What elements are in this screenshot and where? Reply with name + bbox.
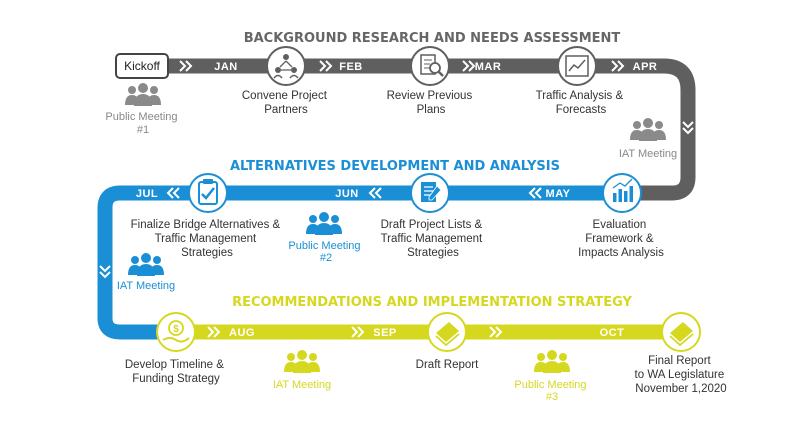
document-search-icon bbox=[410, 46, 450, 86]
month-mar: MAR bbox=[475, 61, 502, 73]
milestone-evaluation: Evaluation Framework & Impacts Analysis bbox=[578, 219, 664, 259]
month-jun: JUN bbox=[335, 188, 359, 200]
month-jan: JAN bbox=[214, 61, 238, 73]
blue-phase-path bbox=[97, 185, 604, 340]
month-jul: JUL bbox=[136, 188, 158, 200]
line-chart-icon bbox=[557, 46, 597, 86]
month-aug: AUG bbox=[229, 327, 255, 339]
report-stack-icon bbox=[427, 312, 467, 352]
people-icon bbox=[306, 212, 342, 235]
meeting-public-3: Public Meeting #3 bbox=[514, 379, 589, 403]
people-icon bbox=[630, 118, 666, 141]
month-apr: APR bbox=[633, 61, 658, 73]
month-feb: FEB bbox=[339, 61, 363, 73]
people-icon bbox=[125, 83, 161, 106]
people-icon bbox=[284, 350, 320, 373]
final-report-icon bbox=[661, 312, 701, 352]
milestone-convene: Convene Project Partners bbox=[242, 90, 330, 116]
kickoff-box bbox=[115, 53, 169, 79]
milestone-timeline: Develop Timeline & Funding Strategy bbox=[125, 359, 227, 385]
kickoff-label: Kickoff bbox=[124, 59, 160, 73]
people-icon bbox=[128, 253, 164, 276]
milestone-traffic: Traffic Analysis & Forecasts bbox=[536, 90, 627, 116]
milestone-draft-report: Draft Report bbox=[416, 359, 479, 371]
meeting-public-1: Public Meeting #1 bbox=[105, 111, 180, 136]
phase-title-background: BACKGROUND RESEARCH AND NEEDS ASSESSMENT bbox=[244, 31, 621, 46]
people-network-icon bbox=[266, 46, 306, 86]
document-pen-icon bbox=[410, 173, 450, 213]
meeting-public-2: Public Meeting #2 bbox=[288, 240, 363, 264]
meeting-iat-1: IAT Meeting bbox=[619, 148, 677, 160]
meeting-iat-2: IAT Meeting bbox=[117, 280, 175, 292]
phase-title-recommendations: RECOMMENDATIONS AND IMPLEMENTATION STRAT… bbox=[232, 295, 632, 310]
meeting-iat-3: IAT Meeting bbox=[273, 379, 331, 391]
phase-title-alternatives: ALTERNATIVES DEVELOPMENT AND ANALYSIS bbox=[230, 159, 560, 174]
people-icon bbox=[534, 350, 570, 373]
milestone-draft-lists: Draft Project Lists & Traffic Management… bbox=[381, 219, 486, 259]
clipboard-check-icon bbox=[188, 173, 228, 213]
money-hand-icon: $ bbox=[156, 312, 196, 352]
milestone-review: Review Previous Plans bbox=[387, 90, 476, 116]
bar-chart-icon bbox=[602, 173, 642, 213]
svg-text:$: $ bbox=[173, 324, 179, 335]
milestone-finalize: Finalize Bridge Alternatives & Traffic M… bbox=[131, 219, 284, 259]
path-chevrons bbox=[99, 60, 694, 338]
month-sep: SEP bbox=[373, 327, 397, 339]
milestone-final-report: Final Report to WA Legislature November … bbox=[635, 355, 728, 395]
month-may: MAY bbox=[546, 188, 571, 200]
month-oct: OCT bbox=[600, 327, 625, 339]
